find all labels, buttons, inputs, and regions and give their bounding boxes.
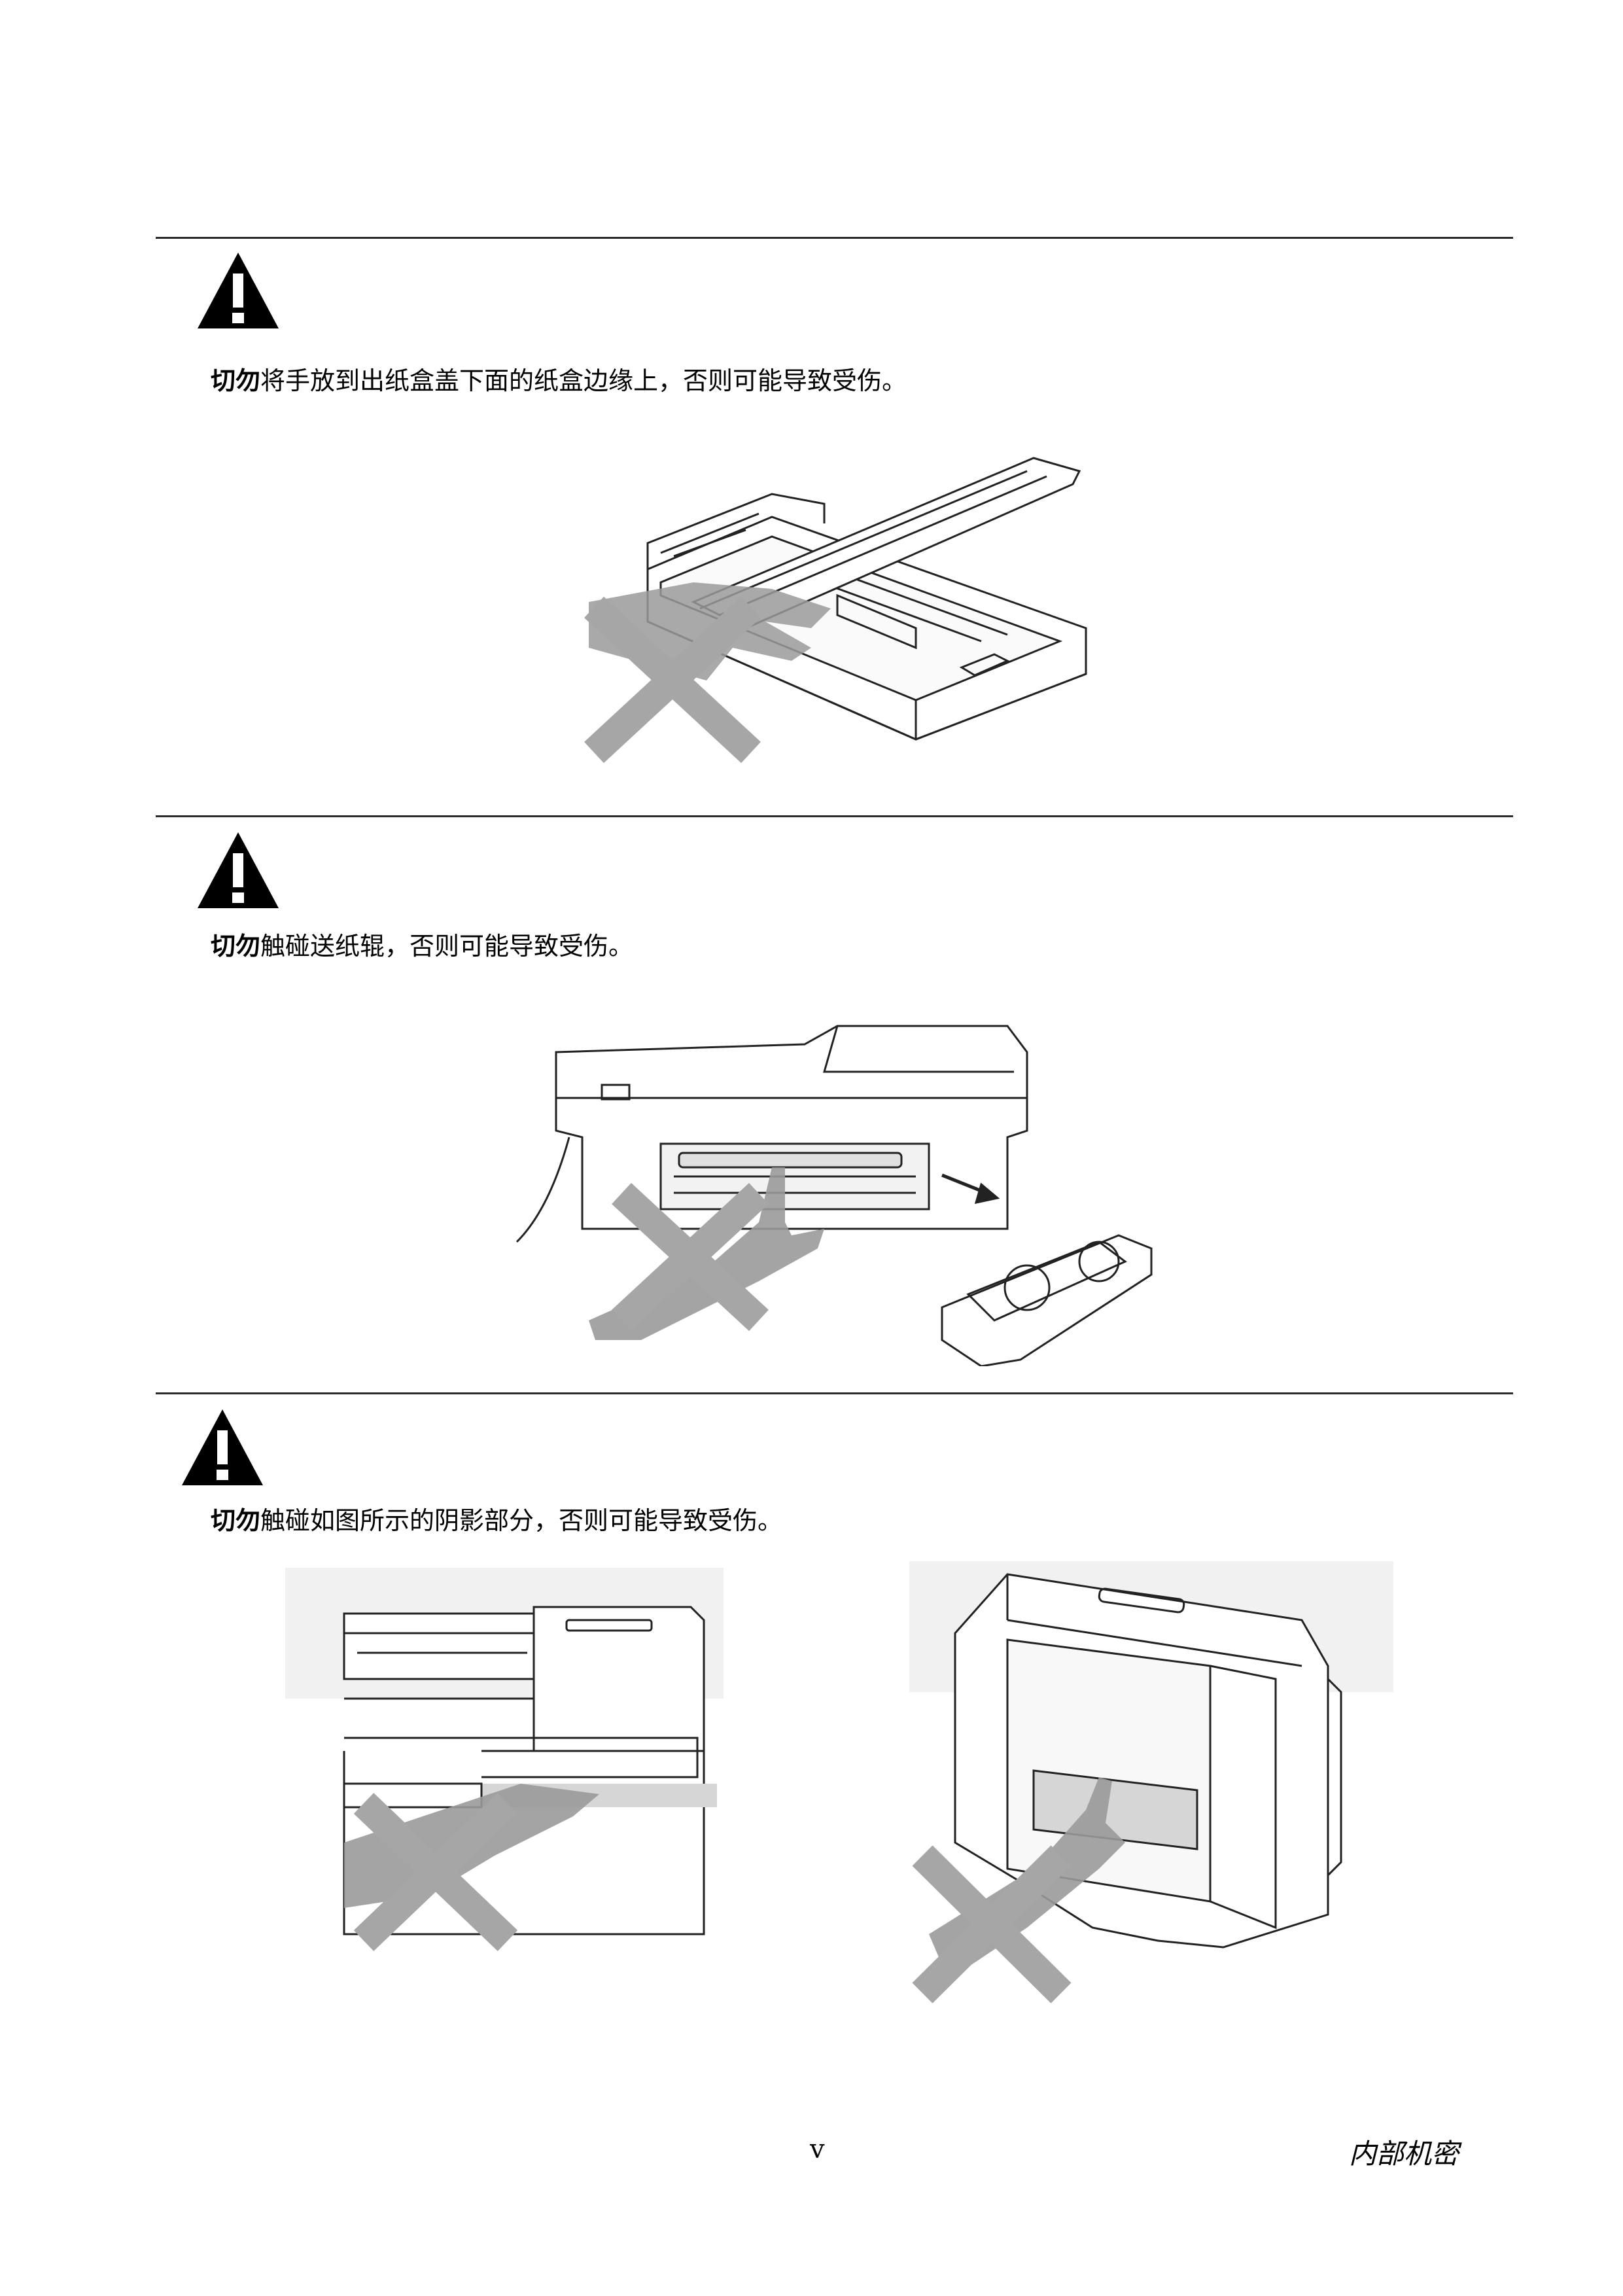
page-number: v [810, 2134, 825, 2164]
warning-icon [182, 1409, 263, 1485]
warning-text-1: 切勿将手放到出纸盒盖下面的纸盒边缘上，否则可能导致受伤。 [211, 365, 907, 397]
warning-prefix: 切勿 [211, 1506, 261, 1535]
warning-message: 触碰如图所示的阴影部分，否则可能导致受伤。 [260, 1506, 783, 1535]
warning-icon [198, 832, 279, 908]
shaded-area-illustration-left [285, 1568, 724, 1951]
confidential-label: 内部机密 [1349, 2138, 1459, 2170]
warning-message: 触碰送纸辊，否则可能导致受伤。 [260, 932, 634, 961]
warning-prefix: 切勿 [211, 366, 261, 395]
warning-prefix: 切勿 [211, 931, 261, 961]
paper-tray-illustration [584, 457, 1087, 764]
divider-3 [156, 1392, 1513, 1394]
prohibited-cross-icon [612, 1182, 769, 1332]
warning-message: 将手放到出纸盒盖下面的纸盒边缘上，否则可能导致受伤。 [260, 366, 907, 395]
prohibited-cross-icon [912, 1845, 1072, 2004]
shaded-area-illustration-right [909, 1561, 1393, 2004]
prohibited-cross-icon [353, 1793, 518, 1951]
divider-2 [156, 815, 1513, 817]
divider-1 [156, 237, 1513, 239]
feed-roller-illustration [515, 1025, 1153, 1366]
prohibited-cross-icon [584, 596, 761, 764]
warning-text-3: 切勿触碰如图所示的阴影部分，否则可能导致受伤。 [211, 1505, 782, 1536]
warning-icon [198, 253, 279, 328]
warning-text-2: 切勿触碰送纸辊，否则可能导致受伤。 [211, 930, 633, 962]
